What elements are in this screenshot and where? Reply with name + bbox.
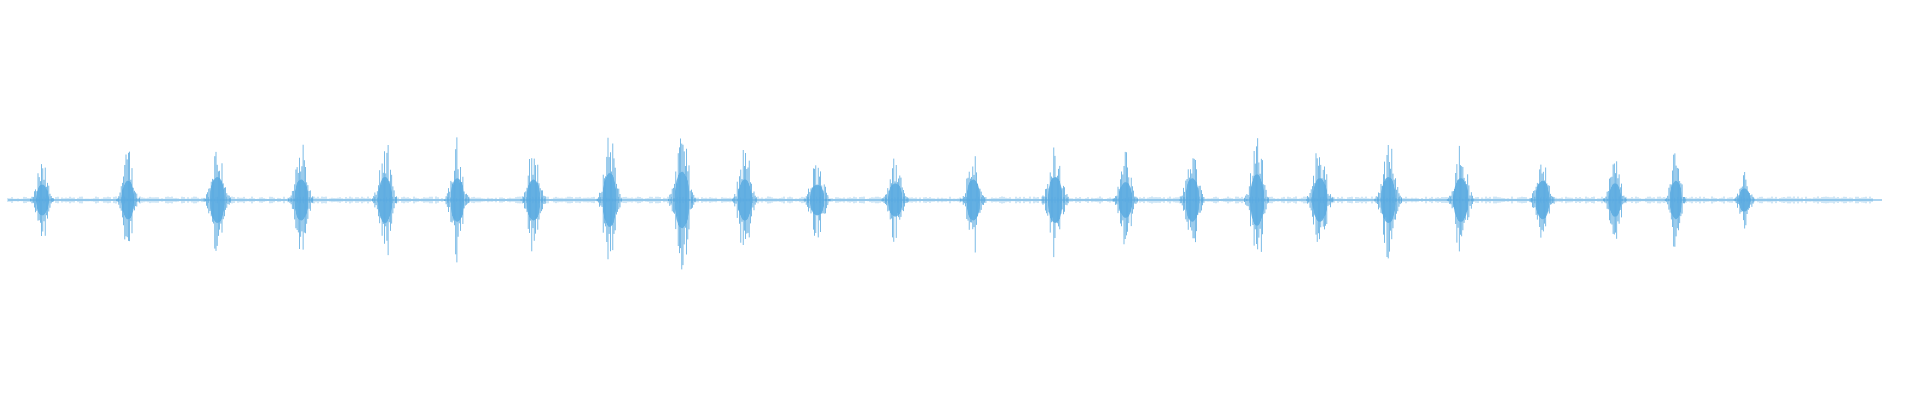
waveform-burst-core (121, 180, 135, 220)
waveform-burst-core (887, 183, 903, 217)
waveform-burst (960, 156, 986, 253)
waveform-burst (1179, 158, 1205, 243)
waveform-burst-core (1381, 177, 1396, 223)
waveform-burst-core (809, 184, 825, 216)
waveform-burst-core (526, 179, 541, 221)
waveform-burst (1603, 161, 1627, 239)
waveform-burst (203, 151, 231, 251)
waveform-burst-core (674, 171, 690, 229)
waveform-burst (520, 158, 546, 252)
waveform-burst (116, 151, 140, 242)
waveform-burst (732, 150, 757, 245)
waveform-burst (1733, 172, 1755, 229)
waveform-burst (288, 144, 314, 250)
waveform-burst-core (378, 177, 392, 223)
waveform-burst-core (966, 179, 981, 221)
waveform-burst-core (1670, 180, 1682, 220)
waveform-burst-core (737, 179, 752, 221)
waveform-burst-core (1608, 183, 1622, 217)
waveform-burst (1041, 147, 1069, 258)
waveform-burst (1529, 164, 1555, 238)
waveform-burst (30, 164, 54, 236)
waveform-burst (1244, 138, 1269, 252)
waveform-burst-core (210, 177, 225, 223)
waveform-burst (803, 165, 831, 238)
waveform-burst-core (294, 179, 309, 221)
waveform-burst (1374, 145, 1402, 259)
waveform-burst (668, 138, 696, 270)
waveform-burst-core (1312, 178, 1328, 222)
waveform-burst-core (1118, 182, 1133, 218)
waveform-burst (1306, 153, 1334, 242)
waveform-burst-core (1453, 178, 1469, 222)
waveform-burst-core (450, 178, 465, 222)
waveform-burst (372, 145, 397, 256)
waveform-burst-core (602, 173, 617, 227)
waveform-burst-core (1535, 180, 1550, 220)
waveform-burst (596, 137, 622, 260)
waveform-burst-core (1185, 178, 1200, 222)
waveform-burst-core (36, 184, 49, 216)
waveform-burst (881, 158, 909, 242)
waveform-burst-core (1738, 188, 1751, 212)
waveform-burst-core (1250, 174, 1264, 226)
waveform-bursts (7, 137, 1873, 270)
waveform-burst (1112, 151, 1138, 245)
waveform-burst-core (1047, 177, 1063, 223)
waveform-burst (1664, 153, 1687, 247)
waveform-burst (444, 137, 470, 263)
waveform-burst (1446, 145, 1475, 252)
